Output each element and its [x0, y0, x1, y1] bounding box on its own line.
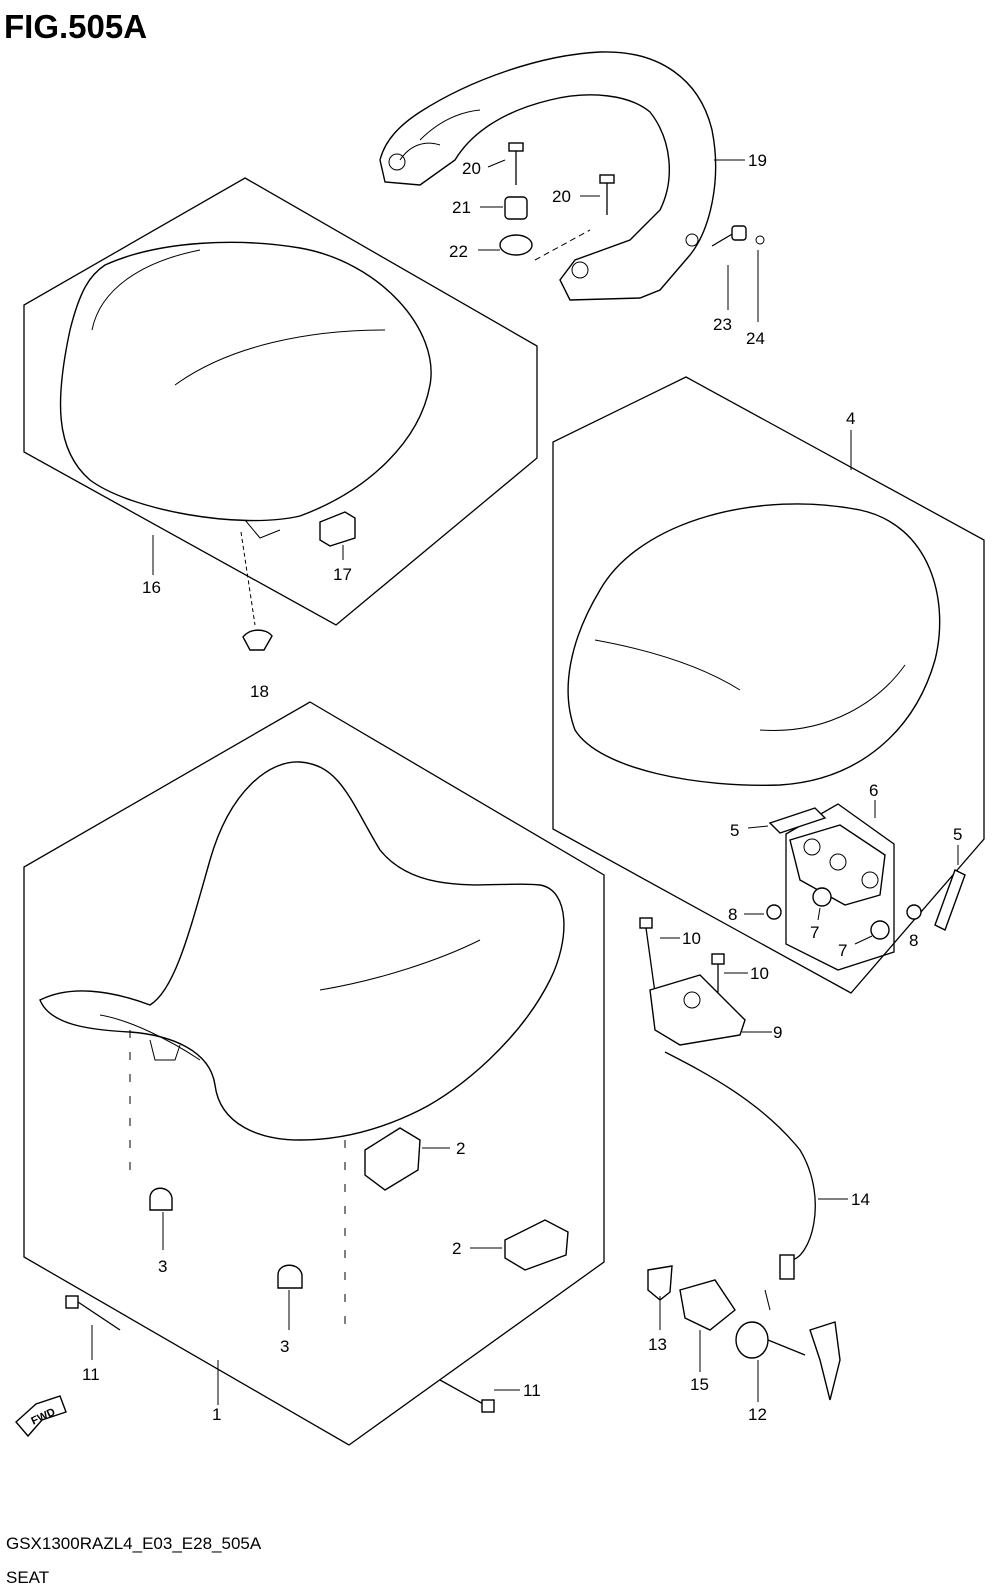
callout-14: 14 — [851, 1190, 870, 1209]
figure-name: SEAT — [6, 1568, 49, 1587]
callout-2a: 2 — [456, 1139, 465, 1158]
rear-seat — [567, 503, 941, 787]
front-seat-part-18 — [242, 629, 273, 651]
bolt-20a — [508, 142, 524, 185]
main-seat-group — [23, 701, 605, 1446]
key-lock-12 — [735, 1321, 769, 1359]
callout-5a: 5 — [730, 821, 739, 840]
cushion-3a — [149, 1187, 173, 1211]
callout-7a: 7 — [810, 923, 819, 942]
clip-13 — [647, 1265, 673, 1301]
nut-8a — [766, 904, 782, 920]
callout-16: 16 — [142, 578, 161, 597]
seat-lock-9 — [649, 974, 746, 1046]
rivet-7b — [870, 920, 890, 940]
bracket-6 — [789, 824, 886, 906]
callout-10b: 10 — [750, 964, 769, 983]
callout-6: 6 — [869, 781, 878, 800]
nut-8b — [906, 904, 922, 920]
callout-4: 4 — [846, 409, 855, 428]
callout-21: 21 — [452, 198, 471, 217]
cable-end-14 — [779, 1254, 795, 1280]
washer-24 — [755, 235, 765, 245]
callout-3a: 3 — [158, 1257, 167, 1276]
callout-11b: 11 — [523, 1381, 541, 1400]
callout-8a: 8 — [728, 905, 737, 924]
callout-9: 9 — [773, 1023, 782, 1042]
callout-18: 18 — [250, 682, 269, 701]
callout-2b: 2 — [452, 1239, 461, 1258]
grab-rail — [379, 51, 717, 301]
plate-15 — [679, 1279, 736, 1331]
key-12 — [809, 1321, 841, 1401]
callout-3b: 3 — [280, 1337, 289, 1356]
front-seat-group — [23, 177, 538, 651]
figure-code: GSX1300RAZL4_E03_E28_505A — [6, 1534, 262, 1553]
front-seat-frame — [23, 177, 538, 626]
front-seat — [59, 241, 432, 522]
callout-15: 15 — [690, 1375, 709, 1394]
main-seat-frame — [23, 701, 605, 1446]
bolt-11a — [65, 1295, 121, 1331]
front-seat-part-17 — [319, 511, 356, 547]
callout-1: 1 — [212, 1405, 221, 1424]
fwd-arrow-icon: FWD — [15, 1395, 67, 1438]
callout-10a: 10 — [682, 929, 701, 948]
cable-14 — [664, 1051, 816, 1261]
grommet-22 — [499, 234, 533, 256]
collar-21 — [504, 196, 528, 220]
cushion-3b — [277, 1264, 303, 1289]
bolt-10b — [711, 953, 725, 995]
bolt-11b — [439, 1379, 495, 1413]
bolt-20b — [599, 174, 615, 215]
callout-17: 17 — [333, 565, 352, 584]
callouts: 1 2 2 3 3 4 5 5 6 7 7 8 8 9 10 10 11 11 … — [82, 151, 962, 1424]
rear-seat-group — [552, 376, 985, 994]
bracket-6-frame — [785, 803, 895, 971]
rear-seat-frame — [552, 376, 985, 994]
rubber-2a — [364, 1127, 421, 1191]
rubber-2b — [504, 1219, 569, 1271]
bolt-10a — [639, 917, 657, 1001]
callout-5b: 5 — [953, 825, 962, 844]
callout-20b: 20 — [552, 187, 571, 206]
callout-19: 19 — [748, 151, 767, 170]
seat-lock-group — [639, 917, 848, 1402]
cushion-5b — [934, 869, 966, 931]
callout-12: 12 — [748, 1405, 767, 1424]
callout-24: 24 — [746, 329, 765, 348]
callout-13: 13 — [648, 1335, 667, 1354]
callout-23: 23 — [713, 315, 732, 334]
main-seat — [39, 761, 565, 1141]
figure-title: FIG.505A — [4, 8, 147, 45]
callout-11a: 11 — [82, 1365, 100, 1384]
screw-23 — [711, 225, 747, 247]
grab-rail-group — [379, 51, 765, 322]
callout-8b: 8 — [909, 931, 918, 950]
rivet-7a — [812, 887, 832, 907]
callout-20a: 20 — [462, 159, 481, 178]
cushion-5a — [768, 807, 827, 834]
callout-7b: 7 — [838, 941, 847, 960]
callout-22: 22 — [449, 242, 468, 261]
